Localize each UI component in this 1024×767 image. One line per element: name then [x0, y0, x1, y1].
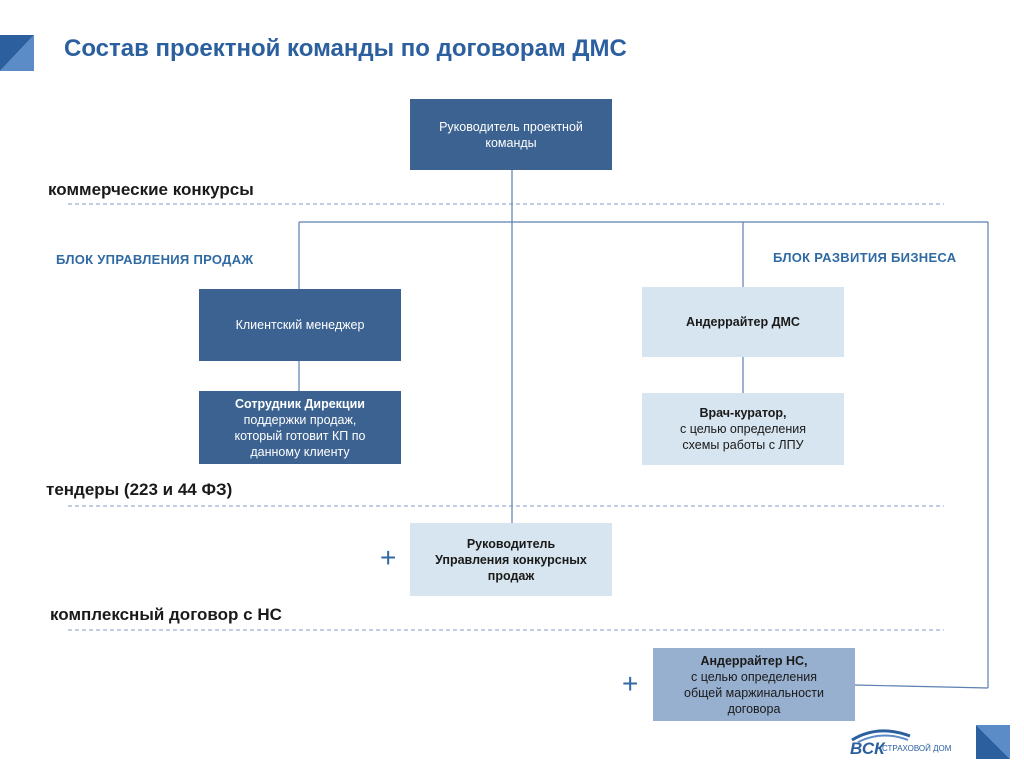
- doctor-curator-box: Врач-куратор, с целью определения схемы …: [642, 393, 844, 465]
- plus-icon: +: [622, 668, 639, 699]
- plus-icon: +: [380, 542, 397, 573]
- section-complex-label: комплексный договор с НС: [50, 605, 282, 624]
- tender-head-box: Руководитель Управления конкурсных прода…: [410, 523, 612, 596]
- section-commercial-label: коммерческие конкурсы: [48, 180, 254, 199]
- corner-decoration-icon: [0, 35, 34, 71]
- underwriter-dms-box: Андеррайтер ДМС: [642, 287, 844, 357]
- sales-support-box: Сотрудник Дирекции поддержки продаж, кот…: [199, 391, 401, 464]
- logo-subtitle: СТРАХОВОЙ ДОМ: [882, 744, 952, 753]
- section-tenders-label: тендеры (223 и 44 ФЗ): [46, 480, 233, 499]
- block-business-label: БЛОК РАЗВИТИЯ БИЗНЕСА: [773, 250, 957, 265]
- vsk-logo-icon: [851, 729, 911, 743]
- logo-name: ВСК: [850, 739, 885, 758]
- block-sales-label: БЛОК УПРАВЛЕНИЯ ПРОДАЖ: [56, 252, 254, 267]
- page-title: Состав проектной команды по договорам ДМ…: [64, 35, 627, 62]
- client-manager-box: Клиентский менеджер: [199, 289, 401, 361]
- underwriter-ns-box: Андеррайтер НС, с целью определения обще…: [653, 648, 855, 721]
- corner-decoration-icon: [976, 725, 1010, 759]
- project-head-box: Руководитель проектной команды: [410, 99, 612, 170]
